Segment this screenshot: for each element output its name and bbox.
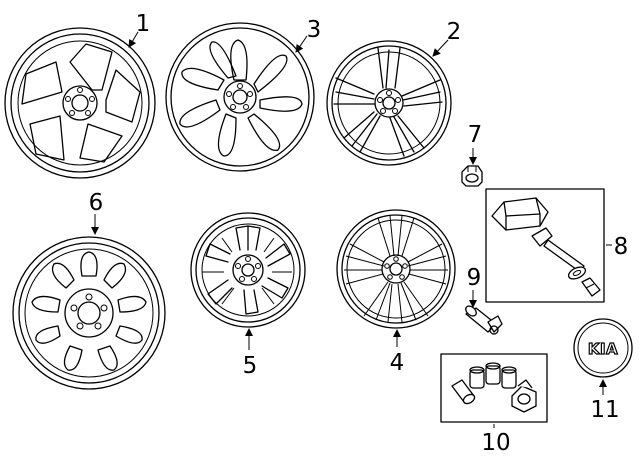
valve-cap-7 — [461, 165, 483, 187]
callout-labels: 1 2 3 4 5 6 7 8 9 10 11 — [89, 11, 629, 456]
center-cap-11: KIA — [573, 318, 633, 378]
callout-2: 2 — [447, 19, 462, 45]
callout-3: 3 — [307, 17, 322, 43]
wheel-1 — [4, 27, 156, 179]
wheel-2 — [326, 40, 452, 166]
callout-6: 6 — [89, 190, 104, 216]
valve-stem-9 — [465, 305, 503, 335]
tpms-sensor-kit-8 — [485, 188, 605, 303]
lug-nut-set-10 — [440, 353, 548, 423]
callout-9: 9 — [467, 265, 482, 291]
wheel-3 — [165, 22, 315, 172]
wheel-4 — [336, 209, 456, 329]
callout-8: 8 — [614, 234, 629, 260]
leader-2 — [432, 39, 449, 57]
callout-5: 5 — [243, 353, 258, 379]
wheel-6 — [12, 236, 166, 390]
wheel-5 — [190, 212, 306, 328]
leader-arrows — [91, 31, 612, 428]
callout-10: 10 — [481, 430, 510, 456]
callout-4: 4 — [390, 350, 405, 376]
callout-11: 11 — [590, 397, 619, 423]
kia-logo: KIA — [588, 340, 618, 358]
callout-1: 1 — [136, 11, 151, 37]
leader-1 — [128, 31, 139, 48]
callout-7: 7 — [468, 122, 483, 148]
leader-3 — [295, 35, 308, 53]
